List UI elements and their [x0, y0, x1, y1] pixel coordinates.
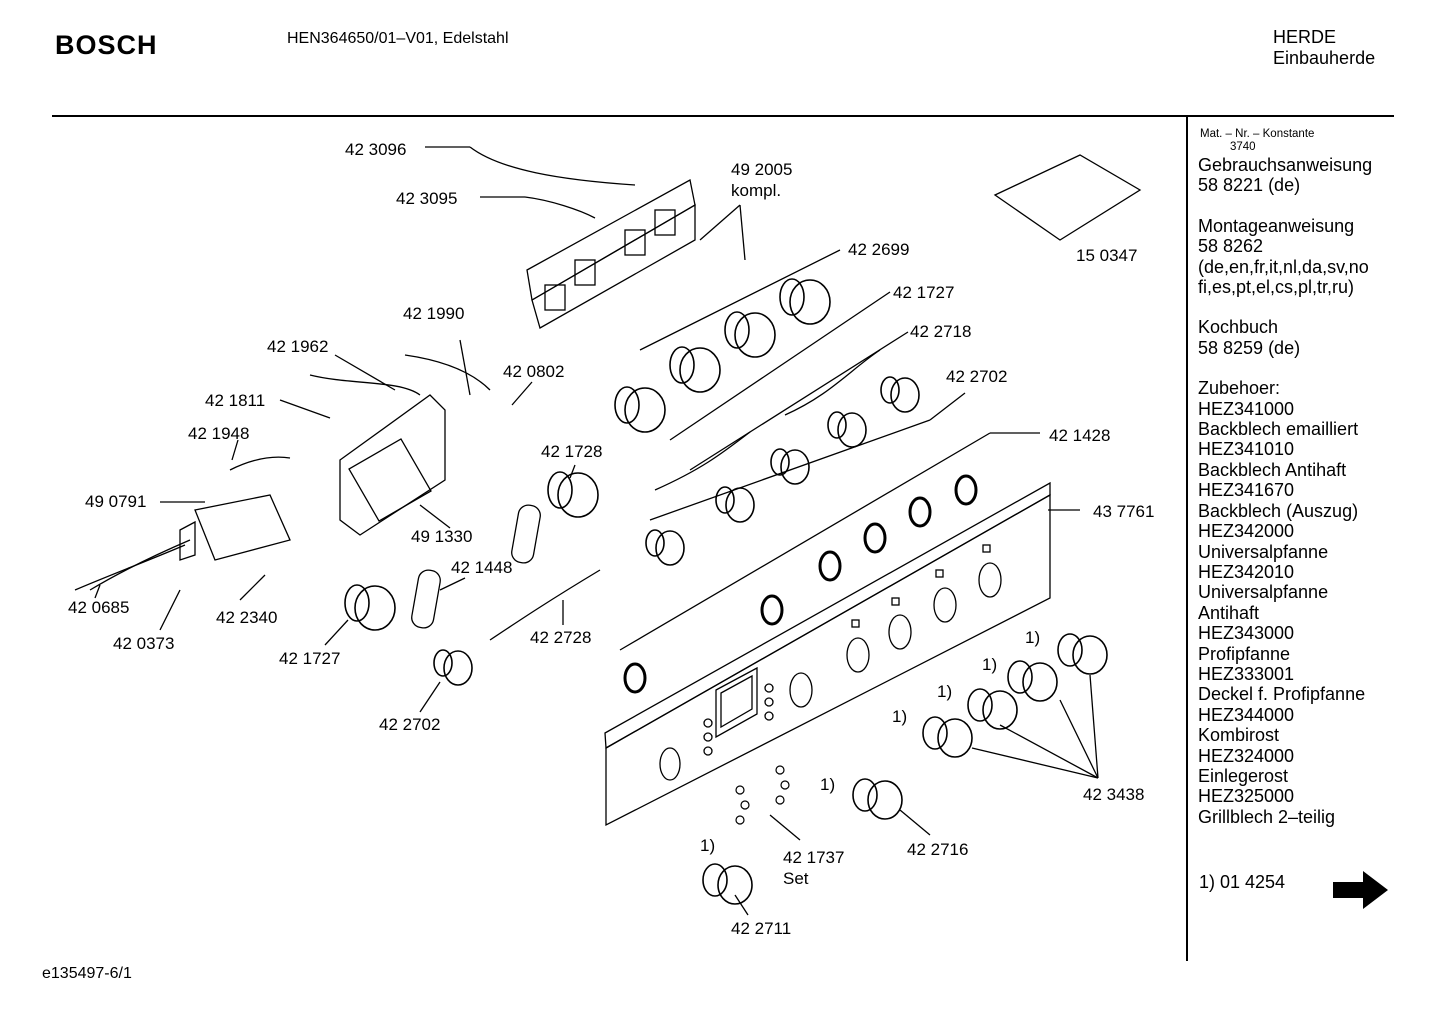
category-block: HERDE Einbauherde [1273, 27, 1375, 69]
sidebar-entry: HEZ342010 [1198, 561, 1295, 582]
part-label: 42 1728 [541, 442, 602, 461]
footnote: 1) 01 4254 [1199, 872, 1286, 892]
sidebar-spacer [1198, 196, 1388, 216]
footnote-ref: 1) [820, 775, 835, 794]
sidebar-entry: Montageanweisung [1198, 215, 1355, 236]
brand-logo: BOSCH [55, 30, 158, 60]
sidebar-spacer [1198, 297, 1388, 317]
sidebar-entry: HEZ341670 [1198, 480, 1295, 501]
part-label: 42 3095 [396, 189, 457, 208]
sidebar-entry: Universalpfanne [1198, 541, 1329, 562]
part-label: 42 1737 [783, 848, 844, 867]
sidebar-entry: Kombirost [1198, 725, 1280, 746]
sidebar-entry: HEZ341010 [1198, 439, 1295, 460]
part-label: 42 1990 [403, 304, 464, 323]
part-label: 42 1428 [1049, 426, 1110, 445]
footnote-ref: 1) [937, 682, 952, 701]
sidebar-entry: HEZ343000 [1198, 623, 1295, 644]
sidebar-entry: (de,en,fr,it,nl,da,sv,no [1198, 256, 1369, 277]
part-label: 42 2716 [907, 840, 968, 859]
sidebar-spacer [1198, 358, 1388, 378]
part-label: 42 0802 [503, 362, 564, 381]
sidebar-entry: Einlegerost [1198, 765, 1289, 786]
sidebar-divider [1186, 117, 1188, 961]
part-label: 15 0347 [1076, 246, 1137, 265]
footnote-ref: 1) [982, 655, 997, 674]
sidebar-entry: Deckel f. Profipfanne [1198, 684, 1366, 705]
right-arrow-icon[interactable] [1333, 869, 1389, 916]
document-id: e135497-6/1 [42, 965, 132, 982]
part-label: 42 0373 [113, 634, 174, 653]
sidebar-entry: Gebrauchsanweisung [1198, 155, 1373, 175]
header-divider [52, 115, 1394, 117]
footnote-ref: 1) [1025, 628, 1040, 647]
category: HERDE [1273, 27, 1337, 47]
sidebar-entry: 58 8262 [1198, 236, 1264, 257]
sidebar-entry: Grillblech 2–teilig [1198, 806, 1336, 827]
part-label: 42 1962 [267, 337, 328, 356]
part-label: 49 0791 [85, 492, 146, 511]
sidebar-entry: Backblech (Auszug) [1198, 500, 1359, 521]
part-label: 42 2702 [946, 367, 1007, 386]
part-label: 49 2005 [731, 160, 792, 179]
part-label: 42 1727 [279, 649, 340, 668]
material-number-block: Mat. – Nr. – Konstante 3740 [1200, 128, 1314, 154]
sidebar-entry: HEZ333001 [1198, 663, 1295, 684]
sidebar-entry: 58 8259 (de) [1198, 337, 1301, 358]
part-label: 42 2699 [848, 240, 909, 259]
sidebar-entry: Backblech emailliert [1198, 419, 1359, 440]
part-label: 42 1811 [205, 391, 265, 410]
sidebar-entry: HEZ341000 [1198, 398, 1295, 419]
part-label: 42 3438 [1083, 785, 1144, 804]
sidebar-entry: HEZ344000 [1198, 704, 1295, 725]
part-label: 42 1448 [451, 558, 512, 577]
model-title: HEN364650/01–V01, Edelstahl [287, 30, 509, 47]
sidebar-entry: HEZ342000 [1198, 521, 1295, 542]
mat-header: Mat. – Nr. – Konstante [1200, 128, 1315, 140]
sidebar-entry: Universalpfanne [1198, 582, 1329, 603]
part-label: 42 1948 [188, 424, 249, 443]
sidebar-entry: fi,es,pt,el,cs,pl,tr,ru) [1198, 277, 1355, 298]
footnote-ref: 1) [892, 707, 907, 726]
part-label: Set [783, 869, 809, 888]
sidebar-entry: Backblech Antihaft [1198, 459, 1347, 480]
sidebar-entry: 58 8221 (de) [1198, 175, 1301, 196]
part-label: 42 0685 [68, 598, 129, 617]
sidebar-entry: Kochbuch [1198, 317, 1279, 338]
part-label: 49 1330 [411, 527, 472, 546]
part-label: 42 2711 [731, 919, 791, 938]
part-label: 42 2702 [379, 715, 440, 734]
part-label: 42 2340 [216, 608, 277, 627]
subcategory: Einbauherde [1273, 48, 1376, 68]
sidebar-entry: HEZ324000 [1198, 745, 1295, 766]
part-label: 43 7761 [1093, 502, 1154, 521]
part-label: kompl. [731, 181, 781, 200]
sidebar-entry: Zubehoer: [1198, 378, 1281, 399]
sidebar-entry: Antihaft [1198, 602, 1260, 623]
part-label: 42 1727 [893, 283, 954, 302]
sidebar-entry: HEZ325000 [1198, 786, 1295, 807]
footnote-ref: 1) [700, 836, 715, 855]
mat-value: 3740 [1230, 141, 1256, 153]
part-label: 42 2728 [530, 628, 591, 647]
part-label: 42 3096 [345, 140, 406, 159]
part-label: 42 2718 [910, 322, 971, 341]
sidebar-entry: Profipfanne [1198, 643, 1291, 664]
